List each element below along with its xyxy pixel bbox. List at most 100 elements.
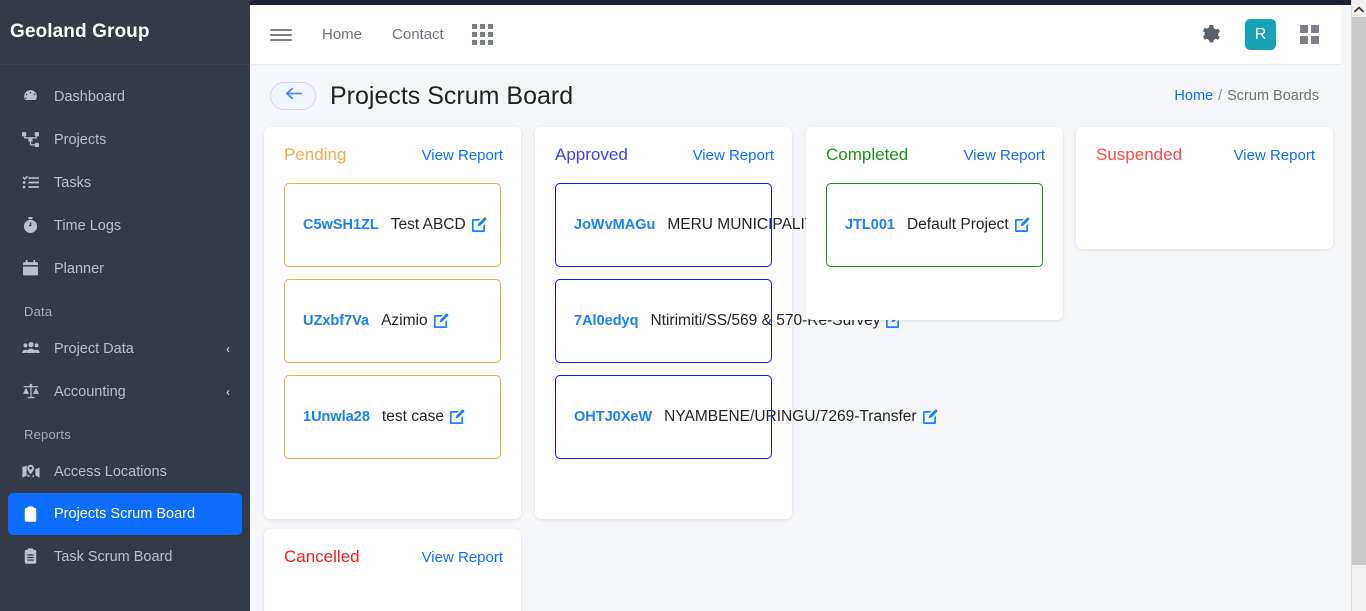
column-cards bbox=[1076, 183, 1333, 201]
column-cards: JoWvMAGu MERU MUNICIPALITY BLK 7Al0edyq … bbox=[535, 183, 937, 477]
map-marker-icon bbox=[22, 463, 48, 480]
sidebar: Geoland Group Dashboard Projects Tasks bbox=[0, 0, 250, 611]
board-card[interactable]: 7Al0edyq Ntirimiti/SS/569 & 570-Re-Surve… bbox=[555, 279, 901, 363]
page-header: Projects Scrum Board Home/Scrum Boards bbox=[250, 65, 1341, 127]
column-cards: JTL001 Default Project bbox=[806, 183, 1063, 285]
sidebar-item-task-scrum-board[interactable]: Task Scrum Board bbox=[0, 535, 250, 578]
card-name: test case bbox=[381, 408, 444, 425]
brand-logo[interactable]: Geoland Group bbox=[0, 0, 250, 65]
dashboard-icon bbox=[22, 88, 48, 105]
header-link-contact[interactable]: Contact bbox=[392, 26, 444, 43]
breadcrumb: Home/Scrum Boards bbox=[1174, 88, 1327, 104]
sidebar-item-label: Dashboard bbox=[54, 88, 125, 105]
view-report-link[interactable]: View Report bbox=[421, 548, 503, 566]
sidebar-section-reports: Reports bbox=[24, 427, 71, 442]
edit-pencil-icon[interactable] bbox=[449, 409, 465, 425]
board-column-completed: Completed View Report JTL001 Default Pro… bbox=[806, 127, 1063, 320]
edit-pencil-icon[interactable] bbox=[471, 217, 487, 233]
avatar[interactable]: R bbox=[1245, 19, 1276, 50]
stopwatch-icon bbox=[22, 217, 48, 234]
tasks-icon bbox=[22, 174, 48, 191]
sidebar-item-label: Projects Scrum Board bbox=[54, 506, 196, 522]
page-title: Projects Scrum Board bbox=[330, 81, 574, 110]
board-card[interactable]: OHTJ0XeW NYAMBENE/URINGU/7269-Transfer bbox=[555, 375, 937, 459]
board-card[interactable]: C5wSH1ZL Test ABCD bbox=[284, 183, 501, 267]
header-nav: Home Contact bbox=[322, 26, 444, 43]
calendar-icon bbox=[22, 260, 48, 277]
arrow-left-icon bbox=[284, 86, 303, 106]
board-column-suspended: Suspended View Report bbox=[1076, 127, 1333, 249]
gear-icon[interactable] bbox=[1200, 24, 1221, 45]
view-report-link[interactable]: View Report bbox=[692, 146, 774, 164]
view-report-link[interactable]: View Report bbox=[963, 146, 1045, 164]
board-column-cancelled: Cancelled View Report bbox=[264, 529, 521, 611]
board-card[interactable]: UZxbf7Va Azimio bbox=[284, 279, 501, 363]
card-code: C5wSH1ZL bbox=[303, 217, 379, 233]
edit-pencil-icon[interactable] bbox=[433, 313, 449, 329]
board-card[interactable]: 1Unwla28 test case bbox=[284, 375, 501, 459]
card-name: Test ABCD bbox=[390, 216, 466, 233]
column-title: Approved bbox=[555, 145, 628, 164]
column-title: Completed bbox=[826, 145, 909, 164]
grid-4-icon[interactable] bbox=[1300, 25, 1319, 44]
sidebar-item-label: Time Logs bbox=[54, 217, 122, 234]
clipboard-list-icon bbox=[22, 548, 48, 565]
sidebar-item-label: Planner bbox=[54, 260, 104, 277]
sidebar-section-data: Data bbox=[24, 304, 53, 319]
header-link-home[interactable]: Home bbox=[322, 26, 363, 43]
sidebar-item-projects-scrum-board[interactable]: Projects Scrum Board bbox=[8, 493, 242, 535]
sidebar-item-projects[interactable]: Projects bbox=[0, 118, 250, 161]
sidebar-item-tasks[interactable]: Tasks bbox=[0, 161, 250, 204]
sidebar-item-accounting[interactable]: Accounting ‹ bbox=[0, 370, 250, 413]
chevron-left-icon: ‹ bbox=[226, 341, 230, 356]
clipboard-icon bbox=[22, 505, 48, 523]
card-code: JoWvMAGu bbox=[574, 217, 656, 233]
column-cards bbox=[264, 585, 521, 603]
card-name: Azimio bbox=[381, 312, 428, 329]
column-header: Approved View Report bbox=[535, 127, 792, 183]
scrollbar-thumb[interactable] bbox=[1352, 17, 1366, 565]
card-code: JTL001 bbox=[845, 217, 895, 233]
edit-pencil-icon[interactable] bbox=[922, 409, 938, 425]
card-code: 7Al0edyq bbox=[574, 313, 639, 329]
board-card[interactable]: JoWvMAGu MERU MUNICIPALITY BLK bbox=[555, 183, 879, 267]
sidebar-item-label: Access Locations bbox=[54, 463, 167, 480]
card-code: 1Unwla28 bbox=[303, 409, 370, 425]
sidebar-item-dashboard[interactable]: Dashboard bbox=[0, 75, 250, 118]
brand-label: Geoland Group bbox=[10, 21, 150, 42]
column-header: Pending View Report bbox=[264, 127, 521, 183]
column-header: Cancelled View Report bbox=[264, 529, 521, 585]
board-card[interactable]: JTL001 Default Project bbox=[826, 183, 1043, 267]
card-code: OHTJ0XeW bbox=[574, 409, 653, 425]
chevron-left-icon: ‹ bbox=[226, 384, 230, 399]
view-report-link[interactable]: View Report bbox=[1233, 146, 1315, 164]
column-cards: C5wSH1ZL Test ABCD UZxbf7Va Azimio bbox=[264, 183, 521, 477]
users-icon bbox=[22, 340, 48, 358]
breadcrumb-home[interactable]: Home bbox=[1174, 88, 1214, 104]
back-button[interactable] bbox=[270, 82, 316, 110]
scales-icon bbox=[22, 383, 48, 400]
view-report-link[interactable]: View Report bbox=[421, 146, 503, 164]
column-header: Completed View Report bbox=[806, 127, 1063, 183]
vertical-scrollbar[interactable] bbox=[1351, 0, 1366, 611]
sidebar-item-project-data[interactable]: Project Data ‹ bbox=[0, 327, 250, 370]
edit-pencil-icon[interactable] bbox=[1014, 217, 1030, 233]
scroll-up-button[interactable] bbox=[1352, 0, 1366, 17]
sidebar-item-planner[interactable]: Planner bbox=[0, 247, 250, 290]
hamburger-icon[interactable] bbox=[270, 26, 294, 44]
top-header: Home Contact R bbox=[250, 5, 1341, 65]
sidebar-item-time-logs[interactable]: Time Logs bbox=[0, 204, 250, 247]
sidebar-item-access-locations[interactable]: Access Locations bbox=[0, 450, 250, 493]
board-column-approved: Approved View Report JoWvMAGu MERU MUNIC… bbox=[535, 127, 937, 519]
sidebar-item-label: Projects bbox=[54, 131, 107, 148]
board-column-pending: Pending View Report C5wSH1ZL Test ABCD bbox=[264, 127, 521, 519]
chevron-up-icon bbox=[1354, 0, 1364, 18]
breadcrumb-current: Scrum Boards bbox=[1227, 88, 1319, 104]
breadcrumb-separator: / bbox=[1218, 88, 1223, 104]
projects-icon bbox=[22, 131, 48, 148]
card-name: Default Project bbox=[906, 216, 1009, 233]
card-name: NYAMBENE/URINGU/7269-Transfer bbox=[664, 408, 917, 425]
sidebar-item-label: Task Scrum Board bbox=[54, 548, 173, 565]
grid-9-icon[interactable] bbox=[471, 24, 493, 45]
